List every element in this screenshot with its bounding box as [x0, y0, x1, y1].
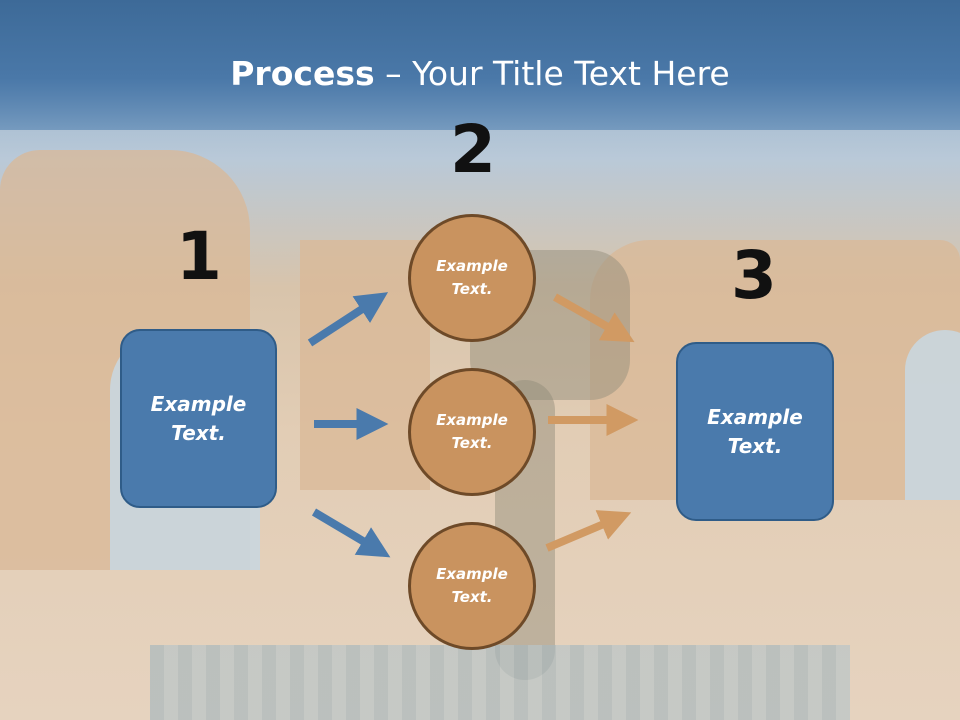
step-2-circle-bottom[interactable]: Example Text.	[408, 522, 536, 650]
step-1-number: 1	[176, 218, 222, 295]
arrow-1-to-2-top	[307, 292, 389, 347]
slide-title: Process – Your Title Text Here	[0, 54, 960, 93]
arrow-2-to-3-bottom	[545, 510, 632, 552]
arrow-2-to-3-top	[553, 293, 635, 343]
title-dash: –	[374, 54, 413, 93]
step-3-number: 3	[731, 237, 777, 314]
stone-arch-right	[905, 330, 960, 500]
arrow-1-to-2-bottom	[311, 508, 391, 558]
step-2-circle-middle[interactable]: Example Text.	[408, 368, 536, 496]
step-3-box[interactable]: Example Text.	[676, 342, 834, 521]
step-2-number: 2	[450, 111, 496, 188]
step-2-item-1-text: Example Text.	[436, 257, 508, 298]
step-2-item-3-text: Example Text.	[436, 565, 508, 606]
title-band	[0, 0, 960, 130]
step-2-circle-top[interactable]: Example Text.	[408, 214, 536, 342]
step-1-text: Example Text.	[150, 391, 247, 445]
title-bold: Process	[230, 54, 375, 93]
step-3-text: Example Text.	[707, 404, 803, 458]
title-rest: Your Title Text Here	[412, 54, 730, 93]
step-2-item-2-text: Example Text.	[436, 411, 508, 452]
step-1-box[interactable]: Example Text.	[120, 329, 277, 508]
yoga-mat	[150, 645, 850, 720]
